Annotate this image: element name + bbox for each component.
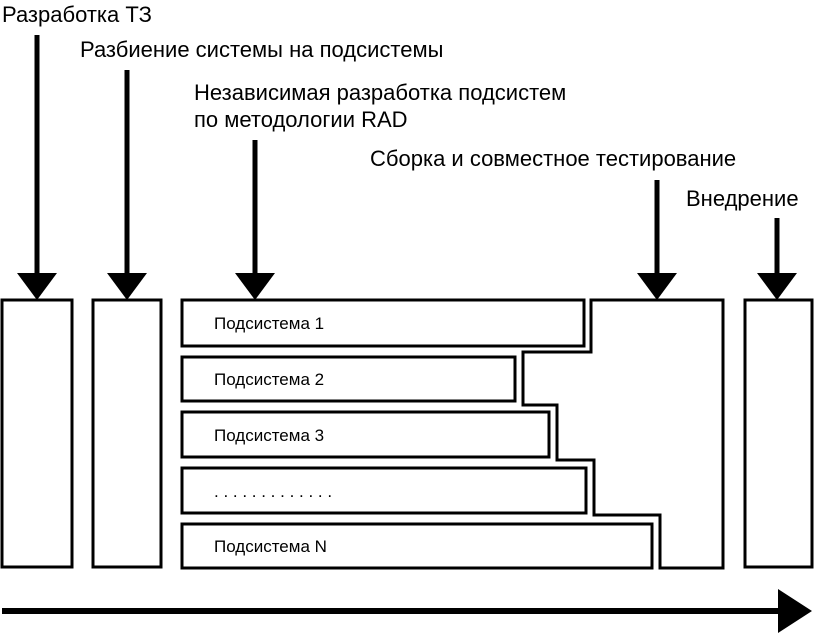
deployment-stage-box [743, 298, 814, 569]
subsystem-label-n: Подсистема N [214, 537, 327, 556]
arrow-independent [235, 140, 275, 300]
subsystem-label-2: Подсистема 2 [214, 370, 325, 389]
stage-label-independent-line2: по методологии RAD [194, 107, 408, 132]
subsystem-bar-2 [180, 355, 517, 403]
subsystem-label-1: Подсистема 1 [214, 314, 325, 333]
subsystem-bar-3 [180, 410, 551, 459]
stage-label-independent-line1: Независимая разработка подсистем [194, 80, 567, 105]
subsystem-bar-n [180, 522, 654, 570]
subsystem-bar-1 [180, 298, 586, 348]
assembly-stage-box [521, 298, 725, 570]
subsystem-label-dots: . . . . . . . . . . . . . [214, 482, 333, 501]
stage-label-tz: Разработка ТЗ [2, 2, 152, 27]
arrow-assembly [637, 180, 677, 300]
stage-label-partition: Разбиение системы на подсистемы [80, 37, 444, 62]
arrow-deployment [757, 218, 797, 300]
partition-stage-box [91, 298, 163, 569]
subsystem-label-3: Подсистема 3 [214, 426, 325, 445]
timeline-arrow [2, 589, 812, 633]
tz-stage-box [0, 298, 74, 569]
stage-label-deployment: Внедрение [686, 186, 799, 211]
subsystem-bar-dots [180, 466, 588, 515]
stage-label-assembly: Сборка и совместное тестирование [370, 146, 737, 171]
arrow-partition [107, 70, 147, 300]
arrow-tz [17, 35, 57, 300]
